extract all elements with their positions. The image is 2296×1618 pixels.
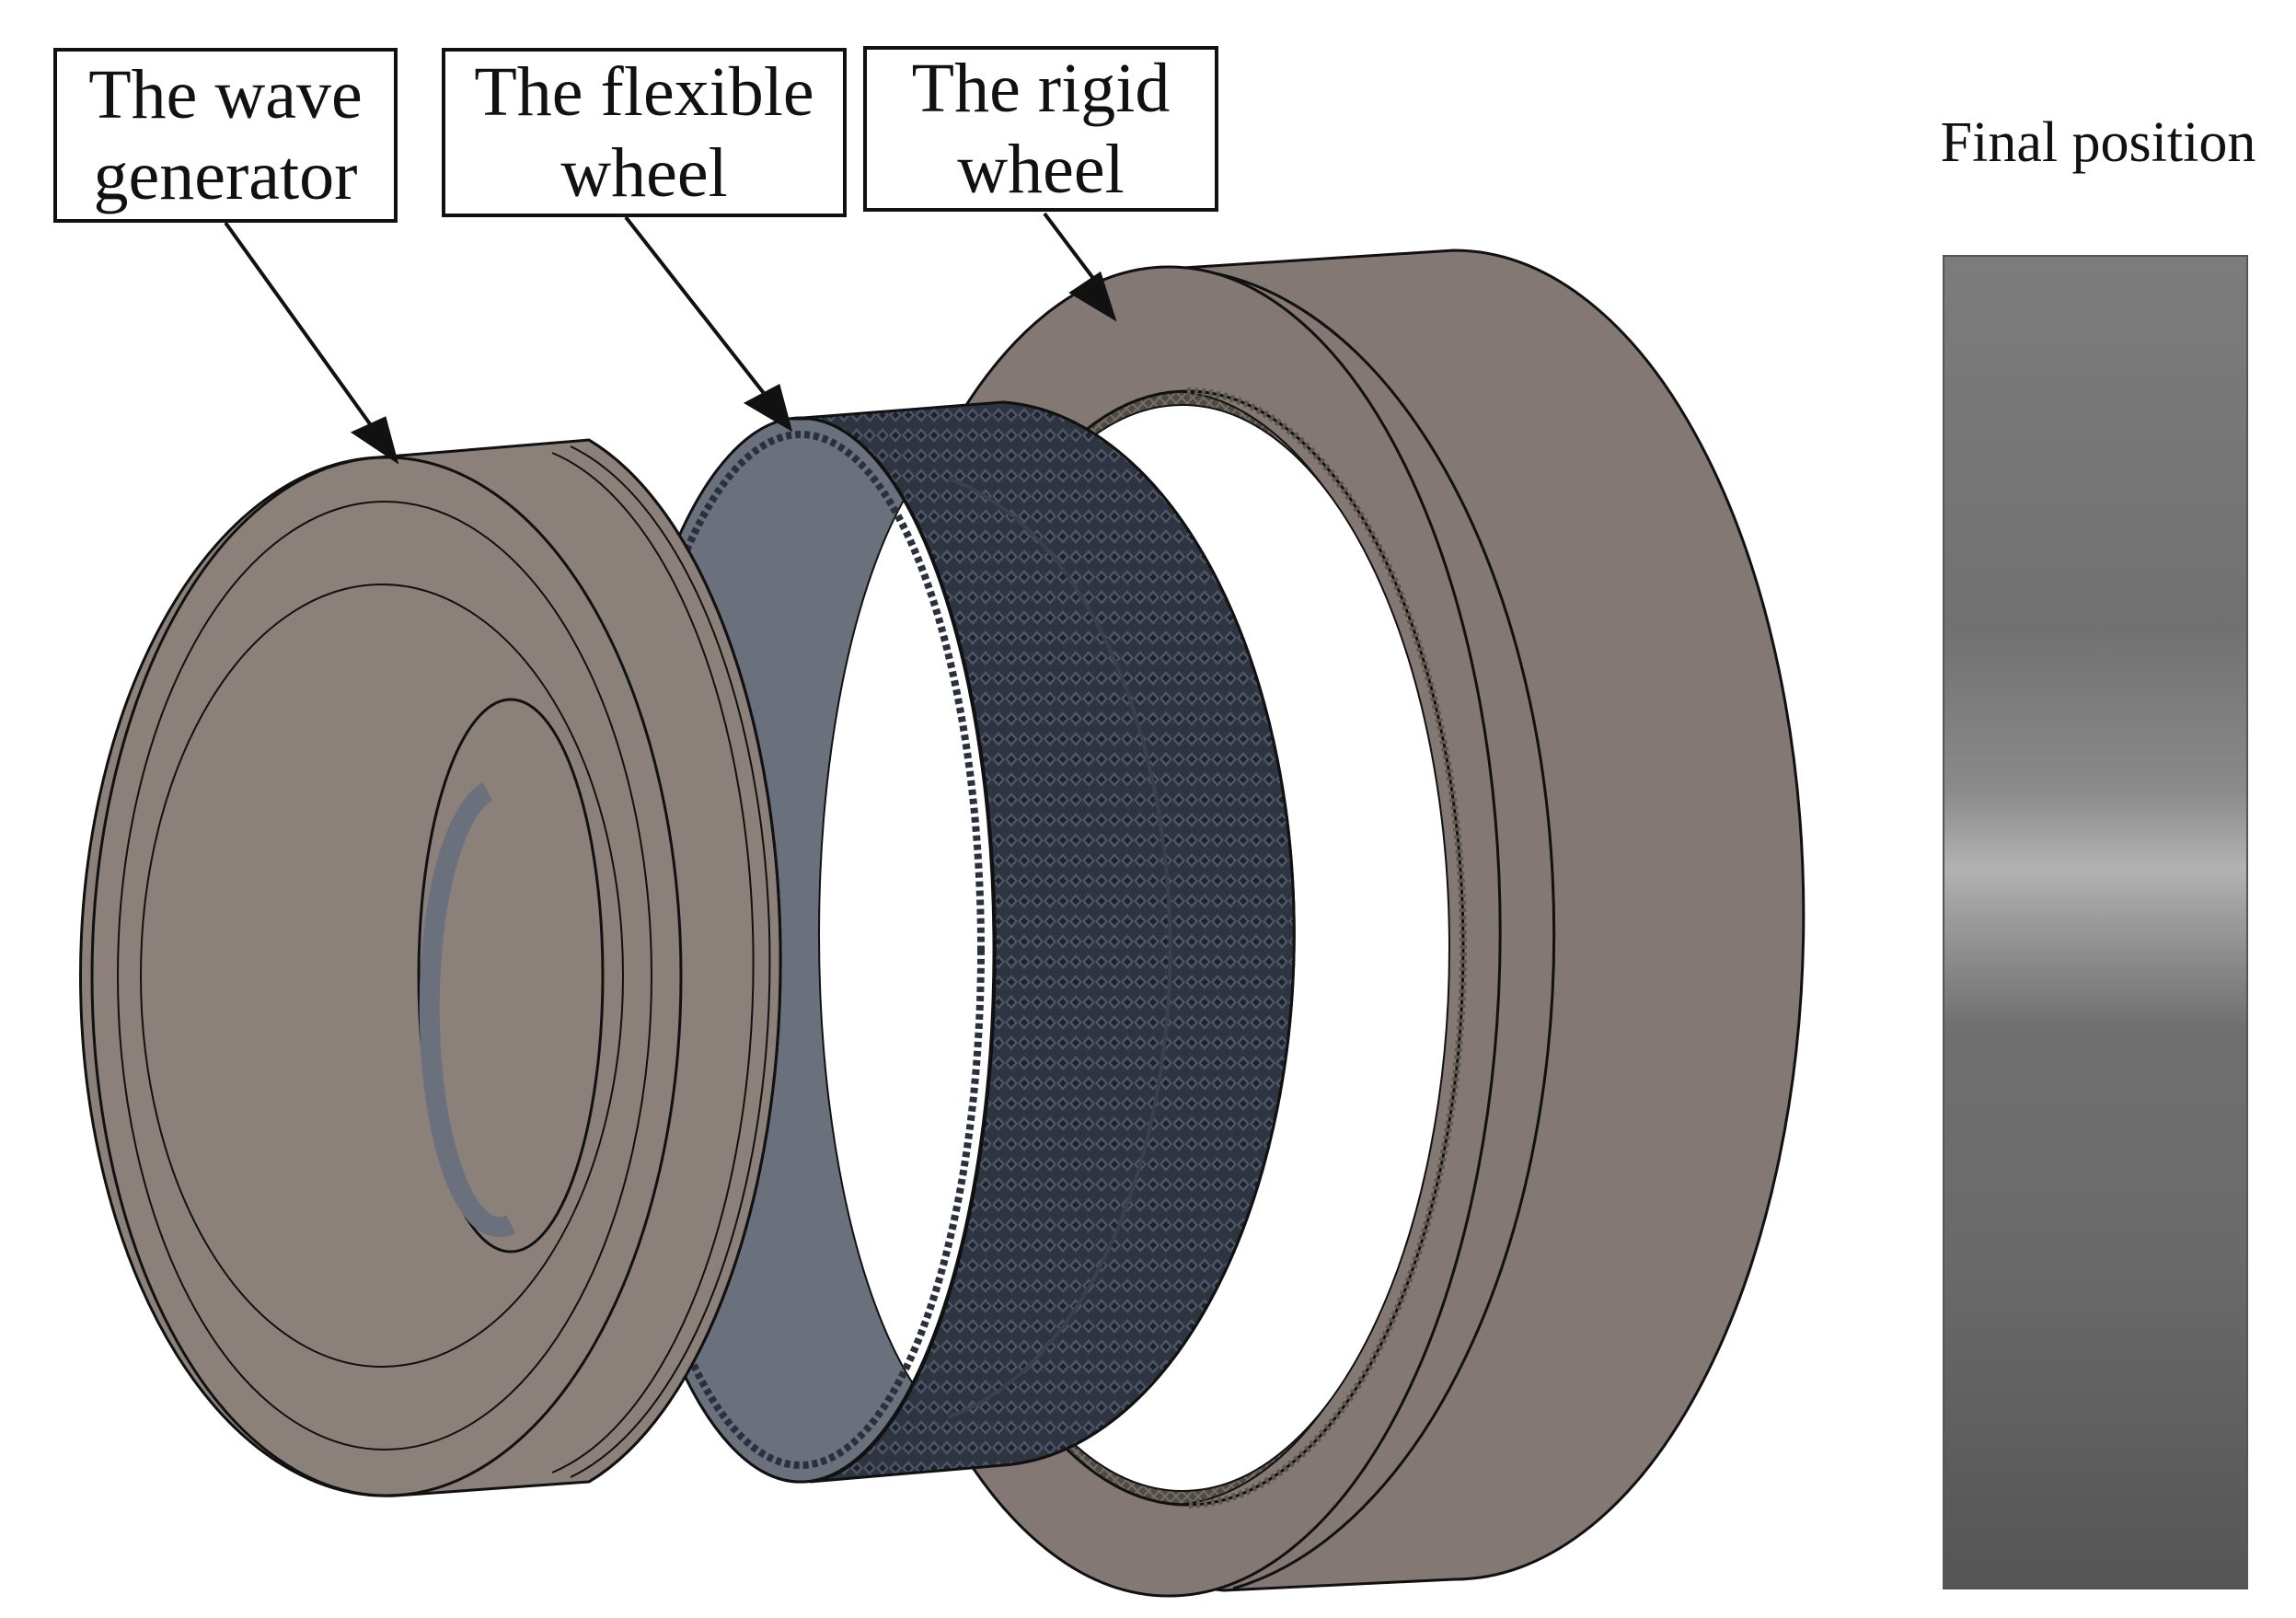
wave-generator [78, 438, 782, 1497]
arrow-flexible-wheel [624, 215, 775, 407]
wave-generator-label: The wave generator [53, 48, 398, 223]
wave-generator-face [90, 456, 683, 1497]
arrow-wave-generator [224, 221, 382, 440]
final-position-title: Final position [1940, 111, 2256, 174]
position-color-bar [1943, 255, 2248, 1589]
flexible-wheel-label-line-2: wheel [560, 134, 728, 212]
flexible-wheel-label: The flexible wheel [442, 48, 847, 217]
callout-arrows [224, 212, 1117, 465]
flexible-wheel-label-line-1: The flexible [474, 53, 814, 131]
wave-generator-label-line-1: The wave [88, 56, 363, 133]
rigid-wheel-label-line-1: The rigid [911, 50, 1171, 127]
wave-generator-label-line-2: generator [93, 137, 358, 214]
rigid-wheel-label: The rigid wheel [863, 46, 1218, 212]
rigid-wheel-label-line-2: wheel [957, 131, 1125, 208]
arrow-rigid-wheel [1043, 212, 1097, 283]
